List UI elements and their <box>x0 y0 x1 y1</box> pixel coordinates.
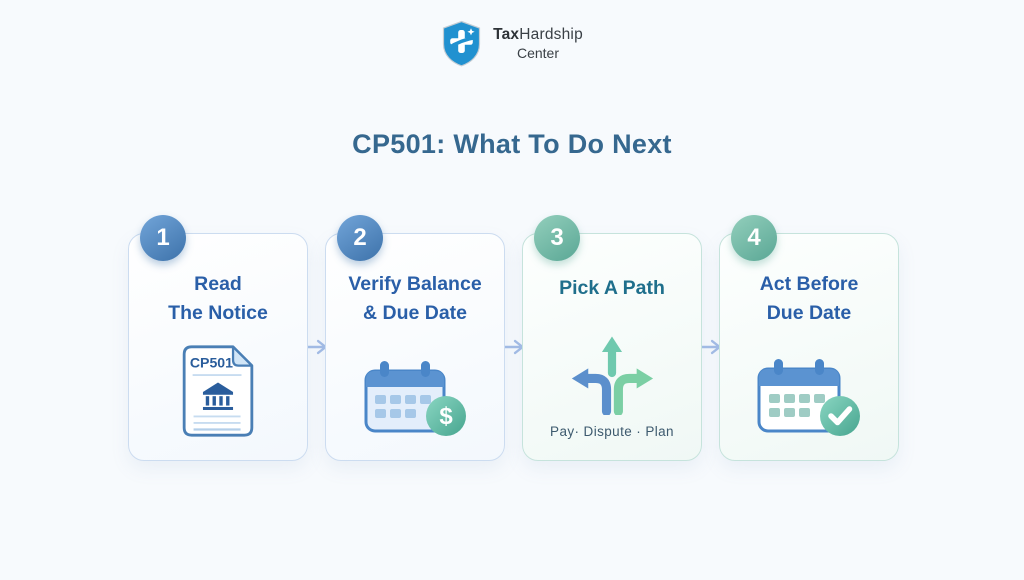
step-title-line1: Verify Balance <box>348 273 482 295</box>
path-options-caption: Pay· Dispute · Plan <box>550 423 674 439</box>
step-title-line1: Pick A Path <box>559 277 665 299</box>
brand-name-line2: Center <box>516 45 560 62</box>
brand-name-regular: Hardship <box>519 26 583 44</box>
step-title-line1: Act Before <box>759 273 859 295</box>
step-number-badge: 2 <box>337 215 383 261</box>
document-label: CP501 <box>190 354 233 370</box>
brand-logo: TaxHardship Center <box>0 20 1024 68</box>
flow-arrow-icon <box>500 339 524 355</box>
brand-name: TaxHardship Center <box>493 25 583 63</box>
step-number-badge: 1 <box>140 215 186 261</box>
step-title: Read The Notice <box>168 270 268 328</box>
step-title: Verify Balance & Due Date <box>348 270 481 328</box>
step-card-pick-path: 3 Pick A Path Pay· Dispute · Plan <box>522 215 702 461</box>
step-number-badge: 4 <box>731 215 777 261</box>
step-card-read-notice: 1 Read The Notice CP501 <box>128 215 308 461</box>
step-card-verify-balance: 2 Verify Balance & Due Date <box>325 215 505 461</box>
flow-arrow-icon <box>697 339 721 355</box>
branching-arrows-icon <box>564 331 660 415</box>
calendar-dollar-icon: $ <box>362 356 468 444</box>
step-title-line2: & Due Date <box>362 301 468 324</box>
step-title: Act Before Due Date <box>760 270 859 328</box>
brand-shield-icon <box>441 20 482 68</box>
step-card-act-before-due: 4 Act Before Due Date <box>719 215 899 461</box>
page-title: CP501: What To Do Next <box>352 129 672 159</box>
brand-name-bold: Tax <box>493 26 520 44</box>
calendar-check-icon <box>755 354 863 444</box>
steps-row: 1 Read The Notice CP501 <box>128 215 899 461</box>
cp501-document-icon: CP501 <box>178 344 258 438</box>
step-title-line1: Read <box>194 273 242 295</box>
flow-arrow-icon <box>303 339 327 355</box>
dollar-symbol: $ <box>439 403 453 430</box>
step-title: Pick A Path <box>559 274 665 303</box>
step-title-line2: Due Date <box>766 301 852 324</box>
step-title-line2: The Notice <box>168 301 268 324</box>
step-number-badge: 3 <box>534 215 580 261</box>
